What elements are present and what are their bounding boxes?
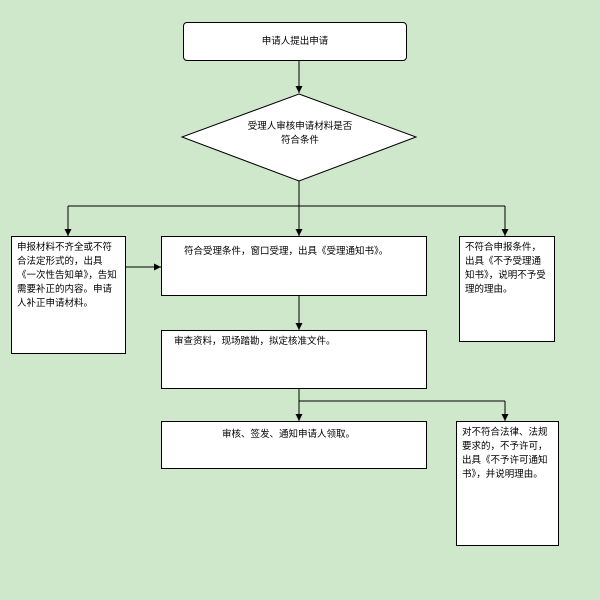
node-decision-label: 受理人审核申请材料是否符合条件	[247, 121, 353, 146]
node-accept: 符合受理条件，窗口受理，出具《受理通知书》。	[161, 236, 427, 296]
node-approve: 审核、签发、通知申请人领取。	[161, 421, 427, 469]
node-deny: 对不符合法律、法规要求的，不予许可，出具《不予许可通知书》，并说明理由。	[456, 421, 559, 546]
node-incomplete: 申报材料不齐全或不符合法定形式的，出具《一次性告知单》，告知需要补正的内容。申请…	[11, 236, 126, 354]
node-review: 审查资料，现场踏勘，拟定核准文件。	[161, 330, 427, 389]
node-reject: 不符合申报条件，出具《不予受理通知书》，说明不予受理的理由。	[459, 236, 555, 342]
node-start: 申请人提出申请	[183, 22, 407, 61]
